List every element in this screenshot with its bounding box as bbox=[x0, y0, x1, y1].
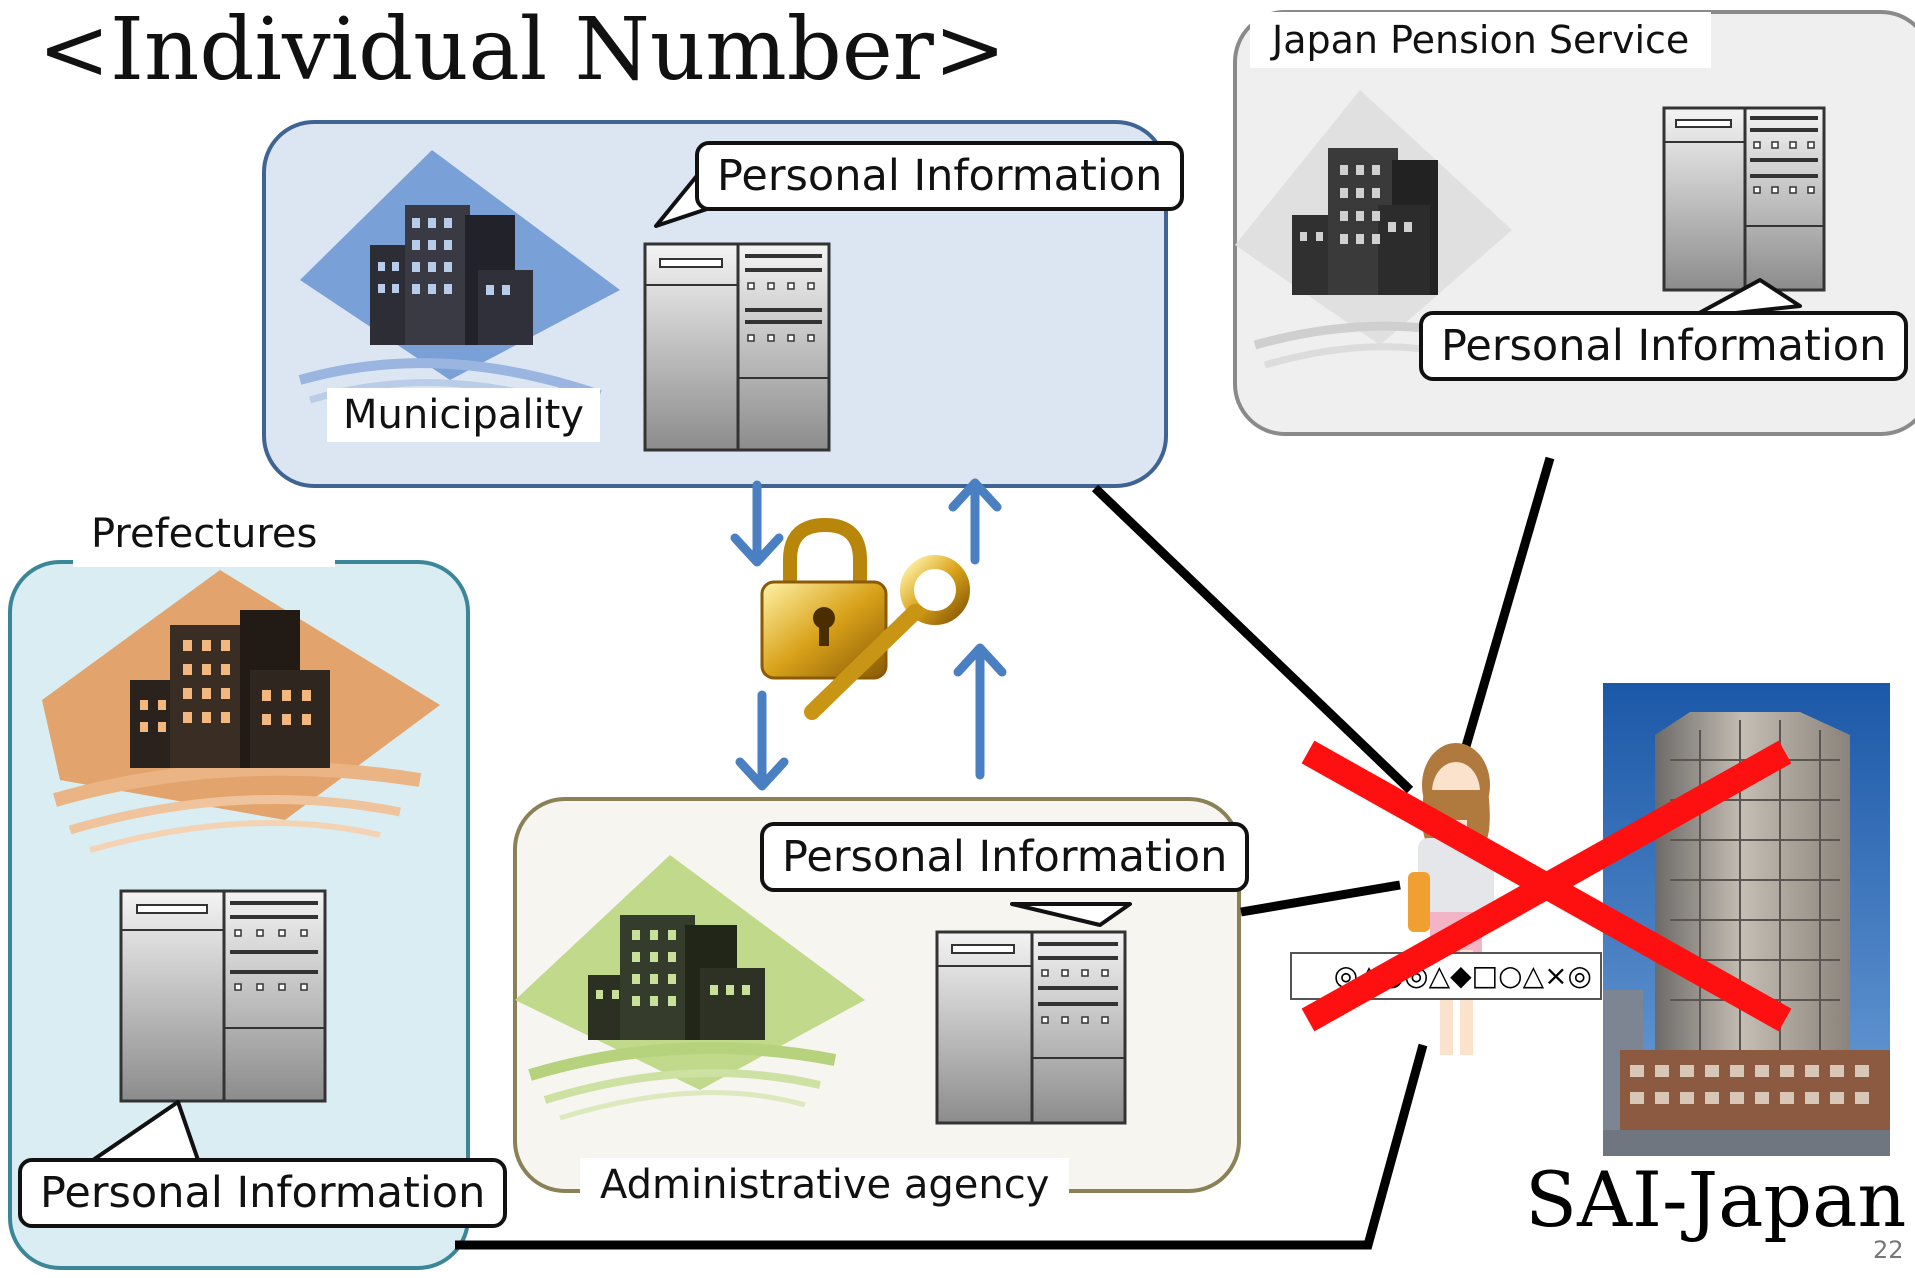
municipality-server-icon bbox=[643, 242, 831, 452]
agency-building-icon bbox=[515, 855, 865, 1121]
prefectures-info-bubble: Personal Information bbox=[18, 1158, 508, 1228]
page-title: <Individual Number> bbox=[38, 0, 1006, 100]
lock-icon bbox=[760, 517, 888, 680]
line-pension-person bbox=[1457, 456, 1555, 762]
line-agency-person bbox=[1240, 880, 1401, 917]
municipality-building-icon bbox=[298, 150, 620, 416]
municipality-label: Municipality bbox=[327, 388, 600, 442]
prefectures-building-icon bbox=[42, 570, 440, 853]
arrow-icon bbox=[730, 478, 1007, 791]
agency-info-bubble: Personal Information bbox=[760, 822, 1250, 892]
municipality-info-bubble: Personal Information bbox=[695, 141, 1185, 211]
key-icon bbox=[804, 555, 970, 720]
arrow-down-upper bbox=[730, 480, 784, 567]
line-municipality-person bbox=[1091, 484, 1414, 794]
arrow-up-upper bbox=[948, 478, 1002, 565]
pension-service-label: Japan Pension Service bbox=[1250, 12, 1712, 68]
arrow-down-lower bbox=[735, 690, 789, 791]
prefectures-label: Prefectures bbox=[73, 507, 336, 567]
brand-logo-text: SAI-Japan bbox=[1525, 1155, 1907, 1244]
pension-info-bubble: Personal Information bbox=[1419, 311, 1909, 381]
line-prefectures-person bbox=[455, 1043, 1428, 1250]
connection-lines bbox=[455, 456, 1555, 1250]
agency-server-icon bbox=[935, 930, 1127, 1125]
administrative-agency-label: Administrative agency bbox=[580, 1158, 1070, 1220]
prefectures-server-icon bbox=[119, 889, 327, 1103]
pension-server-icon bbox=[1662, 106, 1826, 292]
page-number: 22 bbox=[1873, 1236, 1904, 1264]
arrow-up-lower bbox=[953, 643, 1007, 780]
